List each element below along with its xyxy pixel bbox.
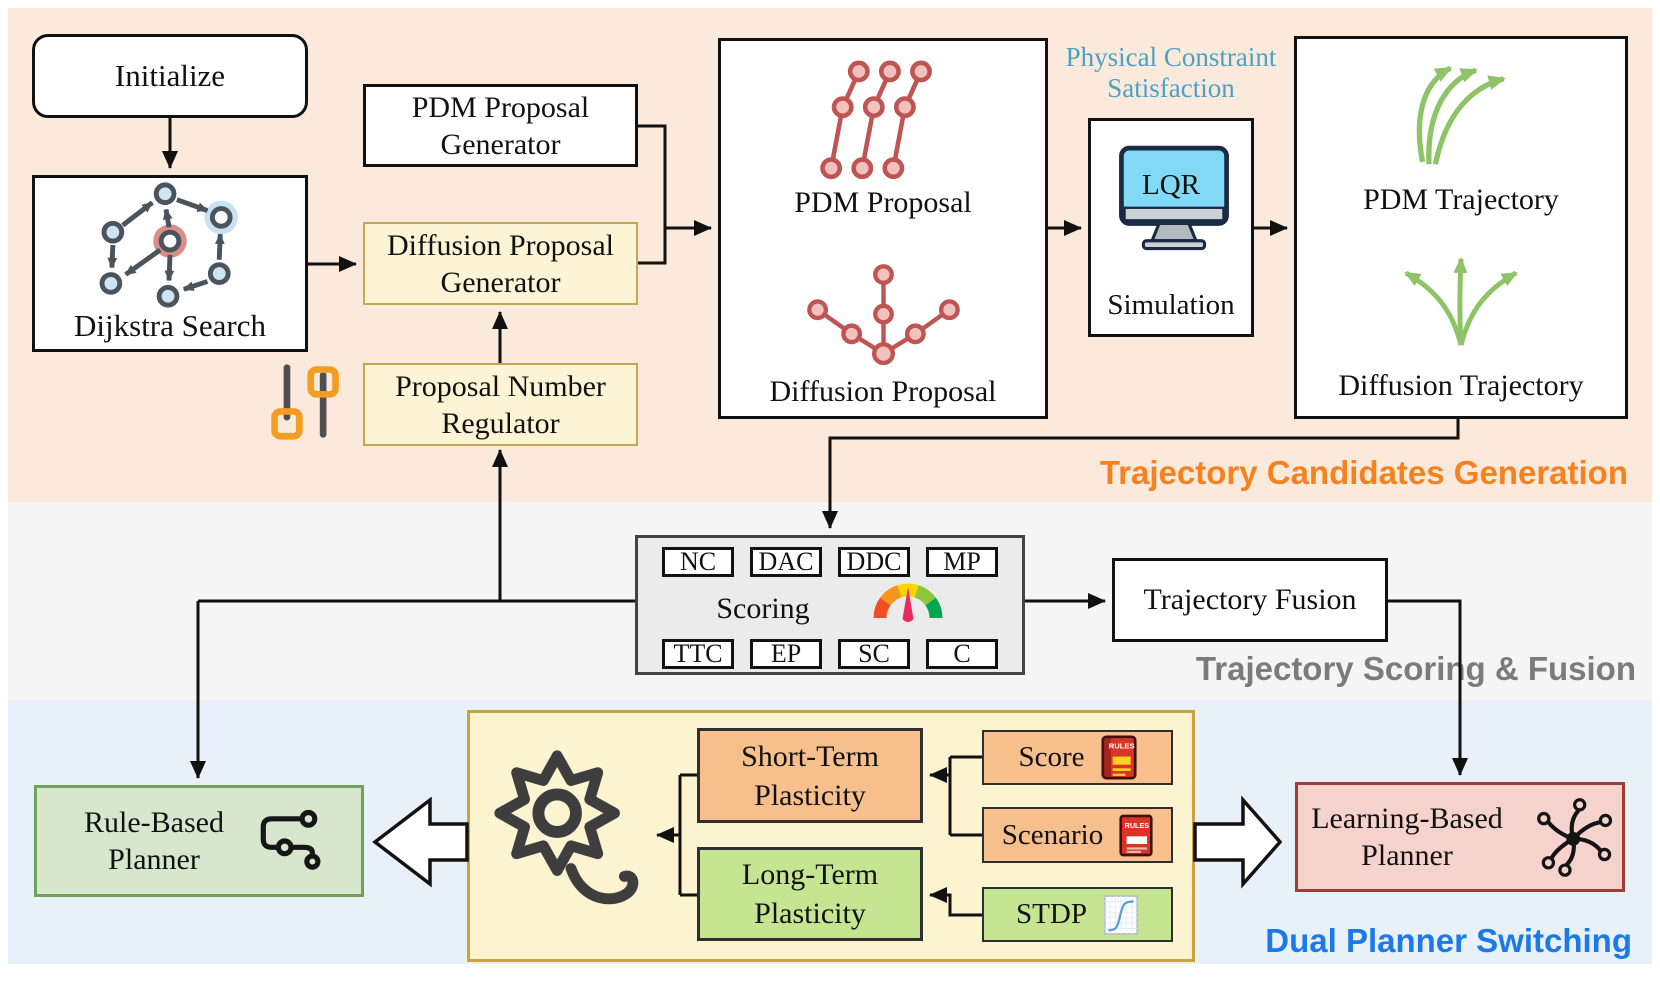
scenario-rules-book-icon: RULES: [1119, 814, 1153, 856]
long-term-plasticity-box: Long-Term Plasticity: [697, 847, 923, 941]
trajectory-fusion-label: Trajectory Fusion: [1143, 583, 1357, 616]
score-box: Score RULES: [982, 730, 1173, 785]
learning-planner-label: Learning-Based Planner: [1311, 802, 1503, 872]
graph-search-icon: [99, 182, 238, 308]
gauge-icon: [866, 574, 950, 631]
metric-sc: SC: [838, 639, 910, 669]
scenario-box: Scenario RULES: [982, 807, 1173, 863]
proposal-regulator-box: Proposal Number Regulator: [363, 363, 638, 446]
scoring-section-label: Trajectory Scoring & Fusion: [1195, 650, 1636, 687]
scoring-box: NC DAC DDC MP Scoring TTC EP SC C: [635, 535, 1025, 675]
proposal-candidates-box: PDM Proposal Diffusion Proposal: [718, 38, 1048, 419]
sliders-icon: [266, 360, 346, 447]
rule-planner-label: Rule-Based Planner: [84, 806, 224, 876]
initialize-label: Initialize: [114, 58, 226, 93]
short-term-plasticity-box: Short-Term Plasticity: [697, 728, 923, 823]
stdp-label: STDP: [1016, 898, 1087, 930]
neuron-icon: [488, 744, 656, 917]
scenario-label: Scenario: [1001, 818, 1104, 851]
dijkstra-label: Dijkstra Search: [74, 308, 266, 343]
diffusion-trajectory-label: Diffusion Trajectory: [1338, 369, 1584, 402]
scoring-word: Scoring: [716, 592, 810, 625]
pdm-generator-box: PDM Proposal Generator: [363, 84, 638, 167]
pdm-generator-label: PDM Proposal Generator: [411, 90, 590, 161]
trajectory-candidates-box: PDM Trajectory Diffusion Trajectory: [1294, 36, 1628, 419]
score-rules-book-icon: RULES: [1100, 735, 1137, 780]
monitor-icon: [1119, 145, 1229, 251]
route-icon: [260, 809, 321, 870]
generation-section-label: Trajectory Candidates Generation: [1099, 454, 1628, 491]
diffusion-proposal-label: Diffusion Proposal: [769, 375, 997, 408]
long-term-label: Long-Term Plasticity: [741, 858, 879, 930]
metric-ddc: DDC: [838, 547, 910, 577]
pdm-trajectory-label: PDM Trajectory: [1363, 183, 1559, 216]
metric-mp: MP: [926, 547, 998, 577]
pdm-proposal-label: PDM Proposal: [794, 186, 972, 219]
score-label: Score: [1018, 741, 1085, 773]
proposal-regulator-label: Proposal Number Regulator: [395, 369, 606, 440]
lqr-simulation-box: LQR Simulation: [1088, 118, 1254, 337]
metric-nc: NC: [662, 547, 734, 577]
initialize-box: Initialize: [32, 34, 308, 118]
pdm-trajectory-icon: [1416, 65, 1506, 165]
switching-section-label: Dual Planner Switching: [1265, 922, 1632, 959]
rule-based-planner-box: Rule-Based Planner: [34, 785, 364, 897]
diffusion-generator-box: Diffusion Proposal Generator: [363, 222, 638, 305]
learning-based-planner-box: Learning-Based Planner: [1295, 782, 1625, 892]
metric-ep: EP: [750, 639, 822, 669]
pdm-proposal-icon: [820, 60, 932, 180]
diffusion-trajectory-icon: [1404, 257, 1518, 346]
neural-network-icon: [1537, 798, 1613, 877]
metric-c: C: [926, 639, 998, 669]
stdp-curve-icon: [1103, 894, 1139, 935]
metric-ttc: TTC: [662, 639, 734, 669]
metric-dac: DAC: [750, 547, 822, 577]
diffusion-generator-label: Diffusion Proposal Generator: [387, 228, 614, 299]
dijkstra-search-box: Dijkstra Search: [32, 175, 308, 352]
svg-text:RULES: RULES: [1125, 820, 1150, 829]
short-term-label: Short-Term Plasticity: [741, 739, 879, 812]
lqr-label: LQR: [1142, 169, 1200, 201]
constraint-note: Physical Constraint Satisfaction: [1065, 42, 1277, 103]
trajectory-fusion-box: Trajectory Fusion: [1112, 558, 1388, 642]
simulation-label: Simulation: [1107, 289, 1235, 321]
stdp-box: STDP: [982, 887, 1173, 942]
diffusion-proposal-icon: [806, 264, 960, 366]
svg-text:RULES: RULES: [1108, 742, 1134, 751]
